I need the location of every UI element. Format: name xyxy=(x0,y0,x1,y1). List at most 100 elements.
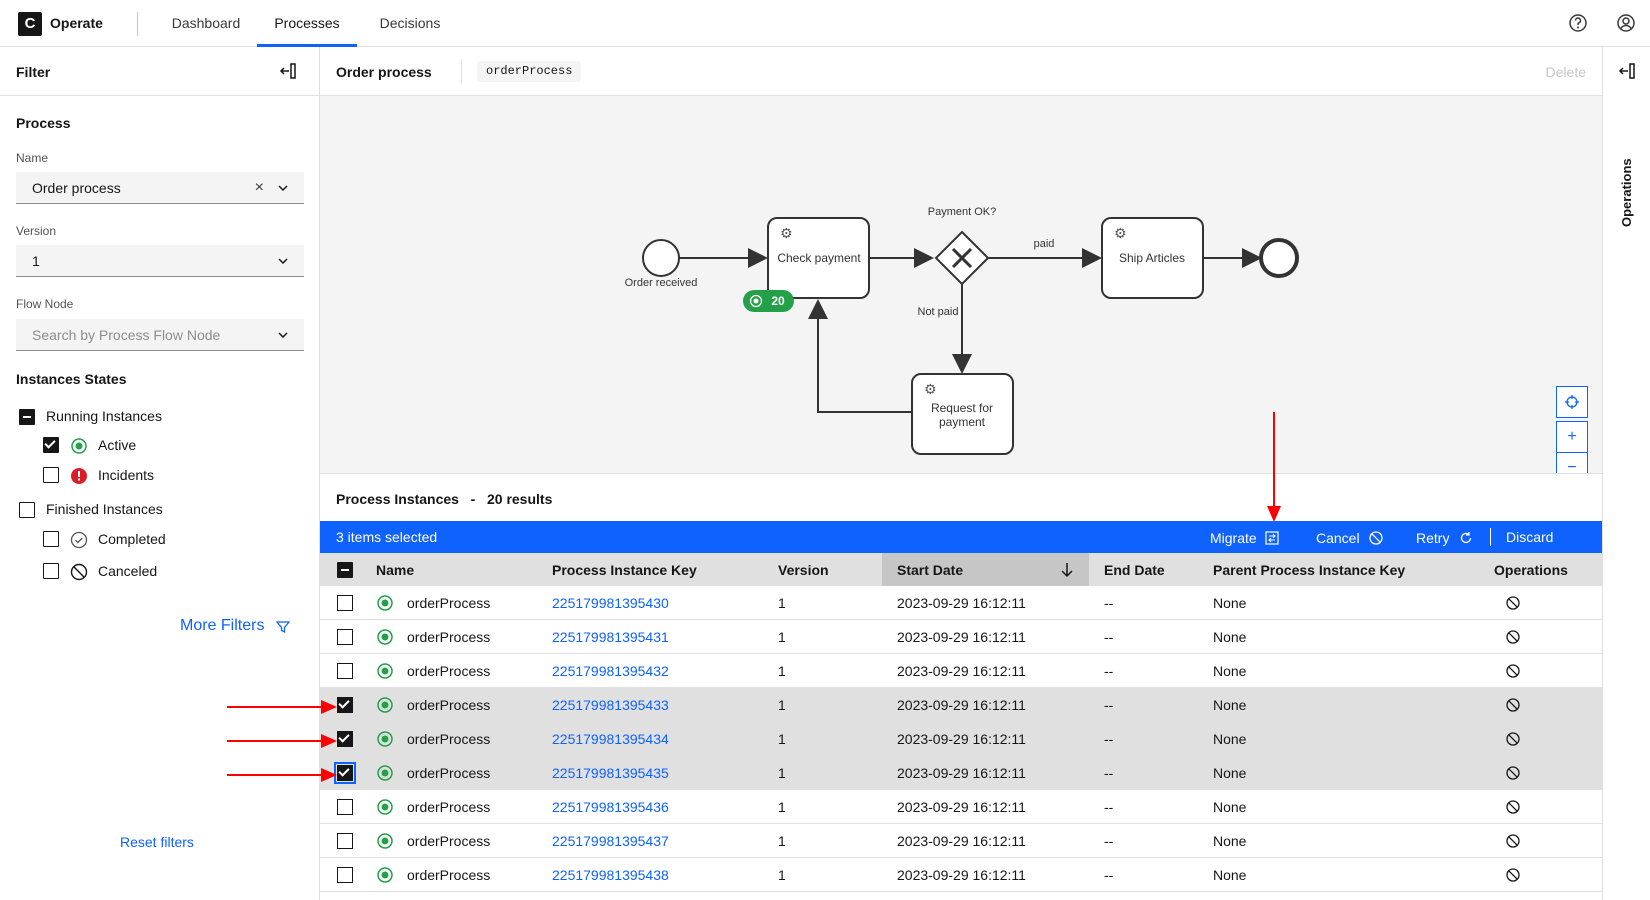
row-checkbox[interactable] xyxy=(337,799,353,815)
chevron-down-icon xyxy=(278,185,288,192)
paid-flow-label: paid xyxy=(1034,238,1055,250)
instance-key-link[interactable]: 225179981395436 xyxy=(552,799,669,815)
cancel-instance-icon[interactable] xyxy=(1506,596,1520,610)
instance-key-link[interactable]: 225179981395438 xyxy=(552,867,669,883)
reset-filters-link[interactable]: Reset filters xyxy=(120,834,194,850)
canceled-state-icon xyxy=(70,563,88,581)
finished-instances-checkbox[interactable] xyxy=(19,502,35,518)
start-event[interactable] xyxy=(642,239,680,277)
tab-processes[interactable]: Processes xyxy=(257,0,357,47)
instance-name: orderProcess xyxy=(407,799,491,815)
process-name: Order process xyxy=(336,64,432,80)
retry-button[interactable]: Retry xyxy=(1416,529,1473,546)
row-checkbox[interactable] xyxy=(337,595,353,611)
operations-label[interactable]: Operations xyxy=(1619,158,1634,227)
flow-node-select[interactable]: Search by Process Flow Node xyxy=(16,319,304,351)
instance-start-date: 2023-09-29 16:12:11 xyxy=(897,867,1026,883)
row-checkbox[interactable] xyxy=(337,867,353,883)
batch-divider xyxy=(1490,528,1491,546)
cancel-instance-icon[interactable] xyxy=(1506,766,1520,780)
running-instances-checkbox[interactable] xyxy=(19,409,35,425)
cancel-instance-icon[interactable] xyxy=(1506,834,1520,848)
row-checkbox[interactable] xyxy=(337,663,353,679)
instance-key-link[interactable]: 225179981395430 xyxy=(552,595,669,611)
cancel-instance-icon[interactable] xyxy=(1506,664,1520,678)
process-name-select[interactable]: Order process × xyxy=(16,172,304,204)
row-checkbox[interactable] xyxy=(337,731,353,747)
reset-diagram-zoom-button[interactable] xyxy=(1556,386,1588,418)
delete-button[interactable]: Delete xyxy=(1545,64,1586,80)
instance-start-date: 2023-09-29 16:12:11 xyxy=(897,697,1026,713)
expand-panel-icon[interactable] xyxy=(1617,61,1637,81)
completed-checkbox[interactable] xyxy=(43,531,59,547)
active-state-icon xyxy=(377,731,393,747)
discard-button[interactable]: Discard xyxy=(1506,529,1554,545)
more-filters-button[interactable]: More Filters xyxy=(180,617,290,635)
tab-decisions[interactable]: Decisions xyxy=(379,15,441,31)
instance-name: orderProcess xyxy=(407,765,491,781)
clear-selection-icon[interactable]: × xyxy=(254,179,264,196)
end-event[interactable] xyxy=(1259,238,1299,278)
sort-descending-icon[interactable] xyxy=(1060,562,1074,578)
request-payment-task[interactable] xyxy=(911,373,1014,455)
user-profile-icon[interactable] xyxy=(1616,13,1636,33)
app-name[interactable]: Operate xyxy=(50,15,103,31)
filter-panel: Filter Process Name Order process × Vers… xyxy=(0,47,320,900)
instance-key-link[interactable]: 225179981395434 xyxy=(552,731,669,747)
instance-key-link[interactable]: 225179981395435 xyxy=(552,765,669,781)
column-start-date[interactable]: Start Date xyxy=(897,562,964,578)
row-checkbox[interactable] xyxy=(334,762,356,784)
collapse-panel-icon[interactable] xyxy=(278,61,298,81)
cancel-instance-icon[interactable] xyxy=(1506,630,1520,644)
not-paid-flow-label: Not paid xyxy=(918,306,959,318)
migrate-button[interactable]: Migrate xyxy=(1210,529,1279,546)
version-select[interactable]: 1 xyxy=(16,245,304,277)
cancel-button[interactable]: Cancel xyxy=(1316,529,1384,546)
process-section-title: Process xyxy=(16,115,71,131)
column-parent-key[interactable]: Parent Process Instance Key xyxy=(1213,562,1406,578)
cancel-instance-icon[interactable] xyxy=(1506,800,1520,814)
instance-key-link[interactable]: 225179981395431 xyxy=(552,629,669,645)
instance-parent-key: None xyxy=(1213,663,1247,679)
gateway-label: Payment OK? xyxy=(928,206,996,218)
row-checkbox[interactable] xyxy=(337,629,353,645)
instance-start-date: 2023-09-29 16:12:11 xyxy=(897,595,1026,611)
column-instance-key[interactable]: Process Instance Key xyxy=(552,562,697,578)
cancel-instance-icon[interactable] xyxy=(1506,732,1520,746)
cancel-instance-icon[interactable] xyxy=(1506,698,1520,712)
instance-parent-key: None xyxy=(1213,595,1247,611)
instance-key-link[interactable]: 225179981395432 xyxy=(552,663,669,679)
canceled-checkbox[interactable] xyxy=(43,563,59,579)
instance-parent-key: None xyxy=(1213,765,1247,781)
incidents-checkbox[interactable] xyxy=(43,467,59,483)
column-end-date[interactable]: End Date xyxy=(1104,562,1165,578)
bpmn-diagram[interactable]: Order received ⚙ Check payment 20 Paymen… xyxy=(320,96,1602,484)
instance-version: 1 xyxy=(778,765,786,781)
instance-end-date: -- xyxy=(1104,731,1114,747)
select-all-checkbox[interactable] xyxy=(337,562,353,578)
zoom-in-button[interactable]: + xyxy=(1556,421,1588,453)
column-version[interactable]: Version xyxy=(778,562,829,578)
instance-states-title: Instances States xyxy=(16,371,127,387)
instance-key-link[interactable]: 225179981395433 xyxy=(552,697,669,713)
instance-key-link[interactable]: 225179981395437 xyxy=(552,833,669,849)
active-checkbox[interactable] xyxy=(43,437,59,453)
row-checkbox[interactable] xyxy=(337,833,353,849)
tab-dashboard[interactable]: Dashboard xyxy=(171,15,241,31)
help-icon[interactable] xyxy=(1568,13,1588,33)
cancel-instance-icon[interactable] xyxy=(1506,868,1520,882)
annotation-arrow-down xyxy=(1267,412,1281,522)
row-checkbox[interactable] xyxy=(337,697,353,713)
column-name[interactable]: Name xyxy=(376,562,415,578)
camunda-logo[interactable]: C xyxy=(18,12,42,36)
instance-end-date: -- xyxy=(1104,595,1114,611)
